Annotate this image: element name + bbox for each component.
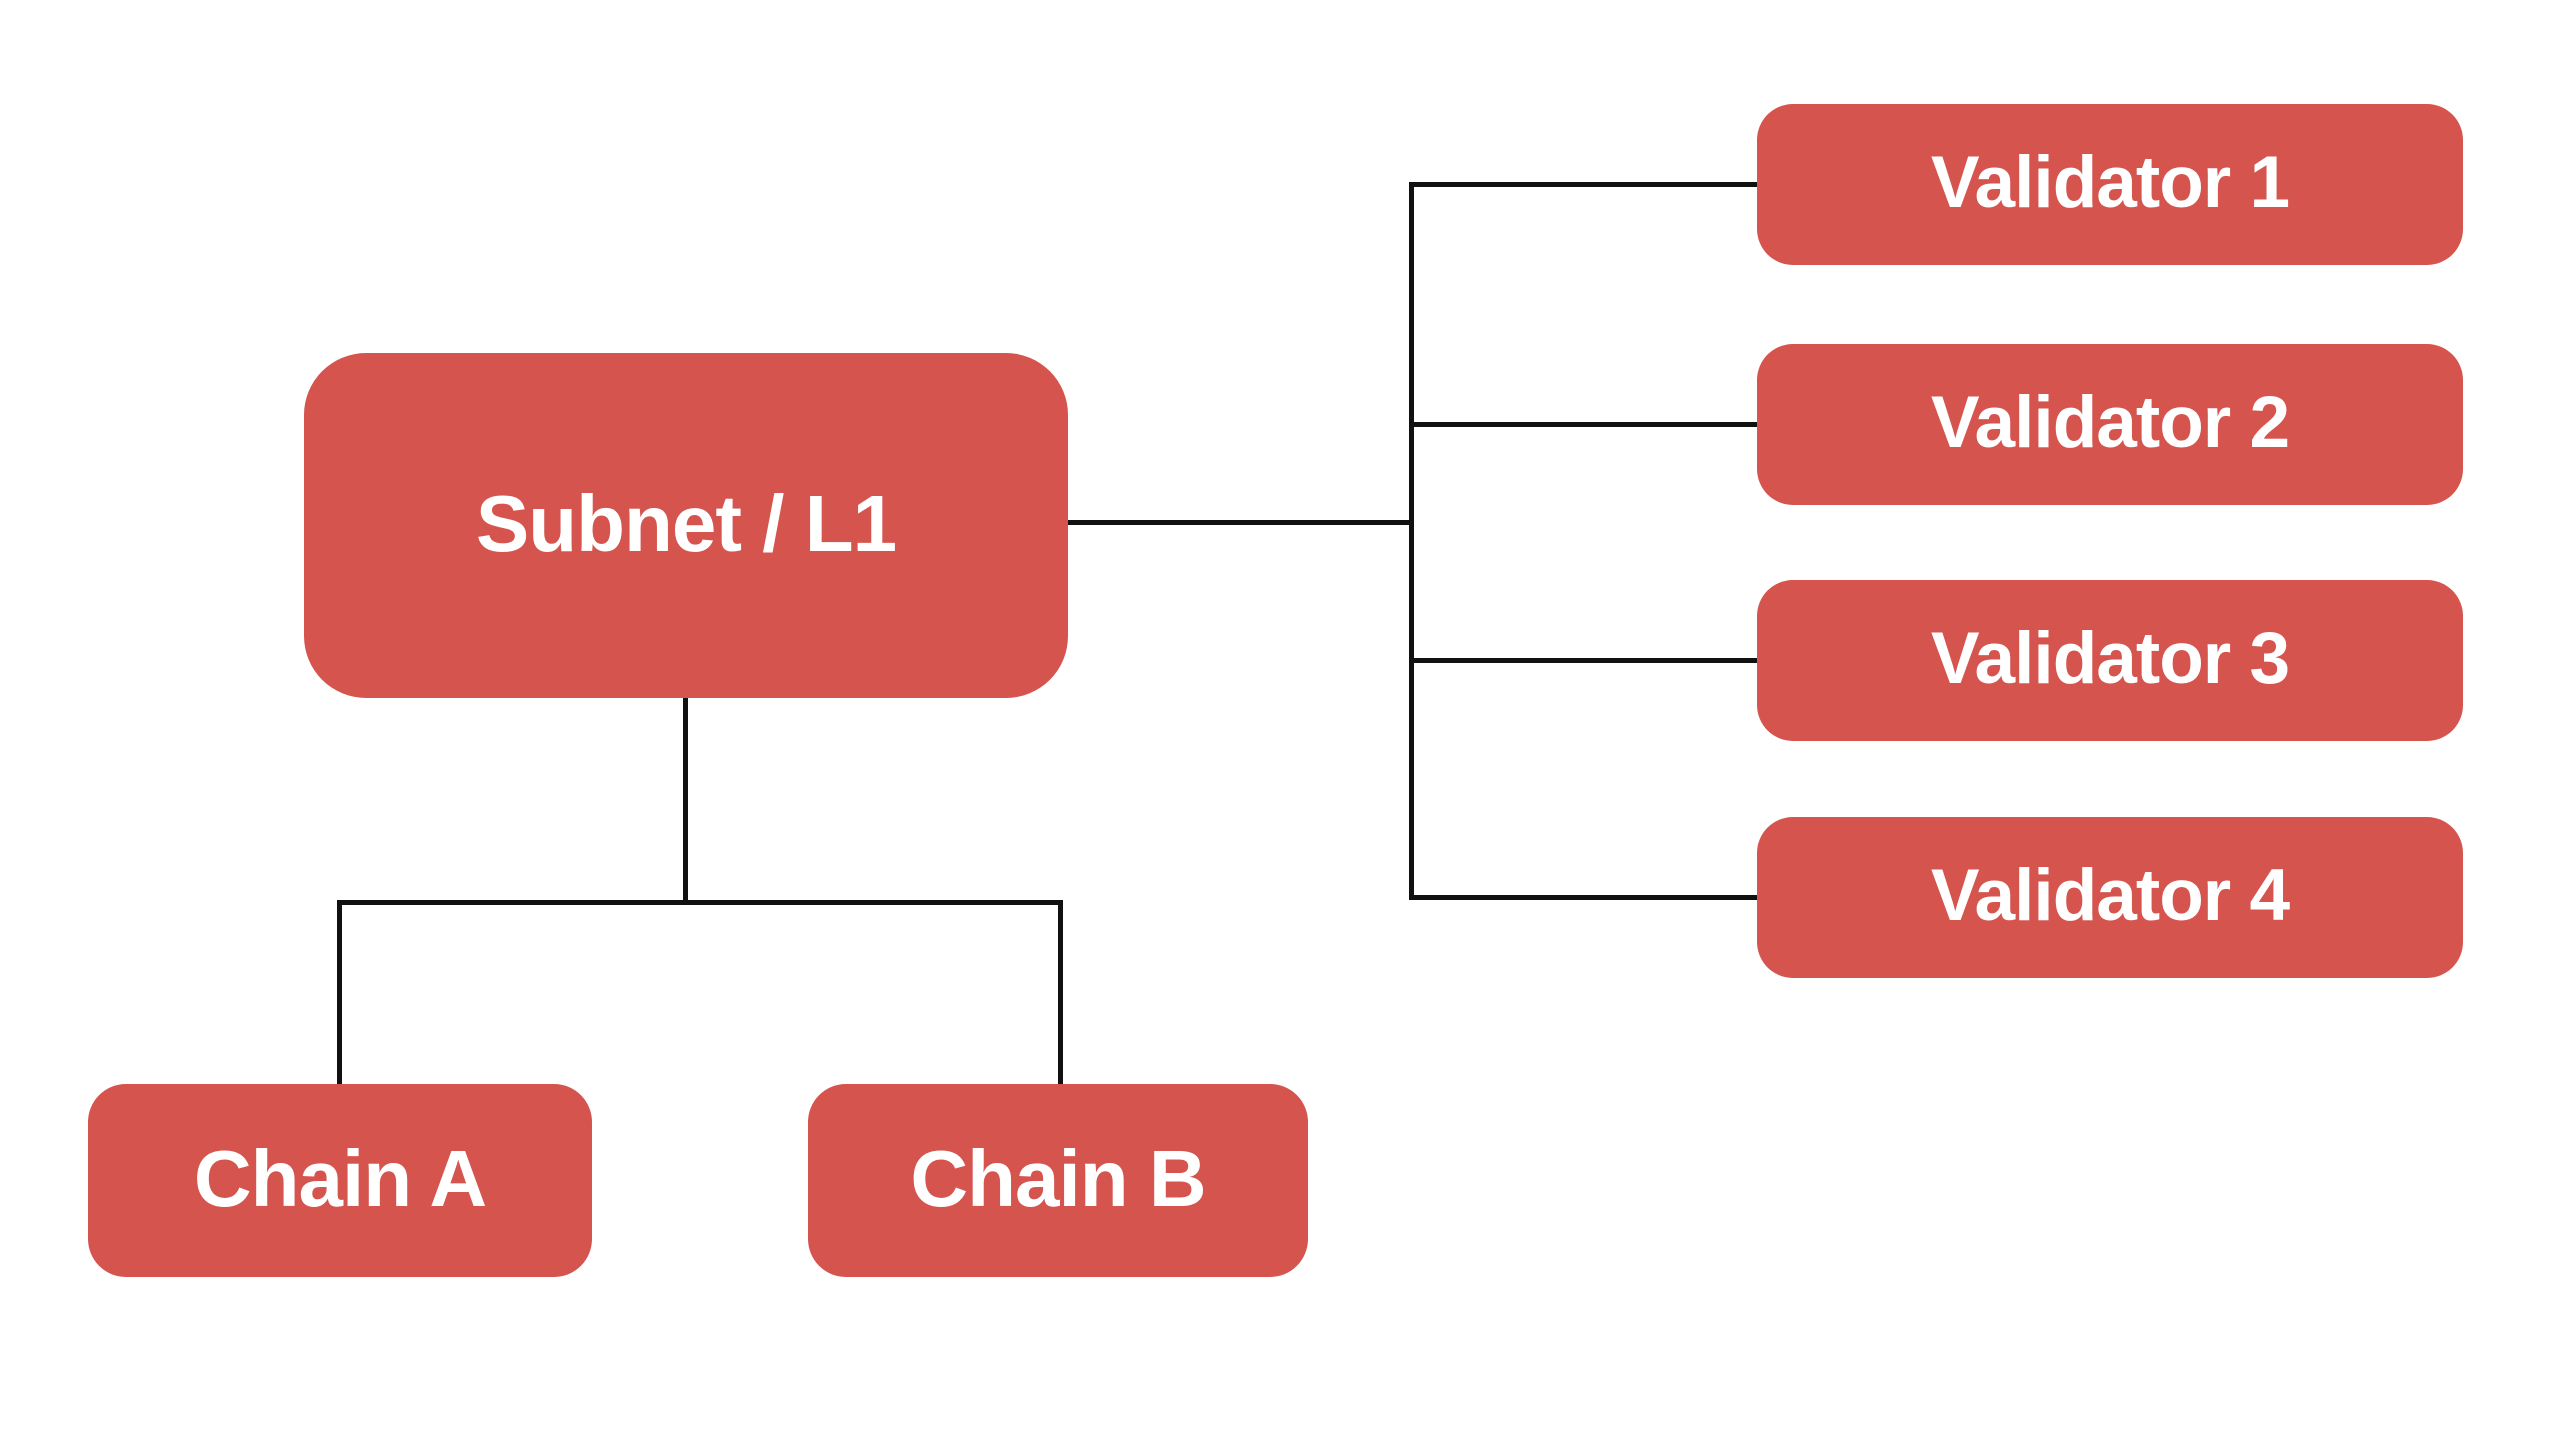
subnet-l1-label: Subnet / L1 [475, 478, 897, 568]
edge-trunk-to-validator-2 [1409, 422, 1757, 427]
edge-trunk-to-validator-1 [1409, 182, 1757, 187]
edge-validator-trunk [1409, 182, 1414, 900]
validator-3-label: Validator 3 [1930, 618, 2290, 699]
edge-tbar-to-chain-b [1058, 900, 1063, 1086]
validator-1-label: Validator 1 [1930, 142, 2290, 223]
validator-1-node: Validator 1 [1757, 104, 2463, 265]
edge-tbar-to-chain-a [337, 900, 342, 1086]
subnet-l1-node: Subnet / L1 [304, 353, 1068, 698]
edge-trunk-to-validator-4 [1409, 895, 1757, 900]
chain-a-label: Chain A [193, 1133, 487, 1223]
edge-chain-tbar [337, 900, 1063, 905]
chain-b-node: Chain B [808, 1084, 1308, 1277]
validator-3-node: Validator 3 [1757, 580, 2463, 741]
edge-trunk-to-validator-3 [1409, 658, 1757, 663]
validator-2-node: Validator 2 [1757, 344, 2463, 505]
edge-subnet-to-tbar [683, 698, 688, 905]
validator-2-label: Validator 2 [1930, 382, 2290, 463]
edge-subnet-to-trunk [1068, 520, 1414, 525]
chain-b-label: Chain B [910, 1133, 1206, 1223]
chain-a-node: Chain A [88, 1084, 592, 1277]
validator-4-node: Validator 4 [1757, 817, 2463, 978]
validator-4-label: Validator 4 [1930, 855, 2290, 936]
